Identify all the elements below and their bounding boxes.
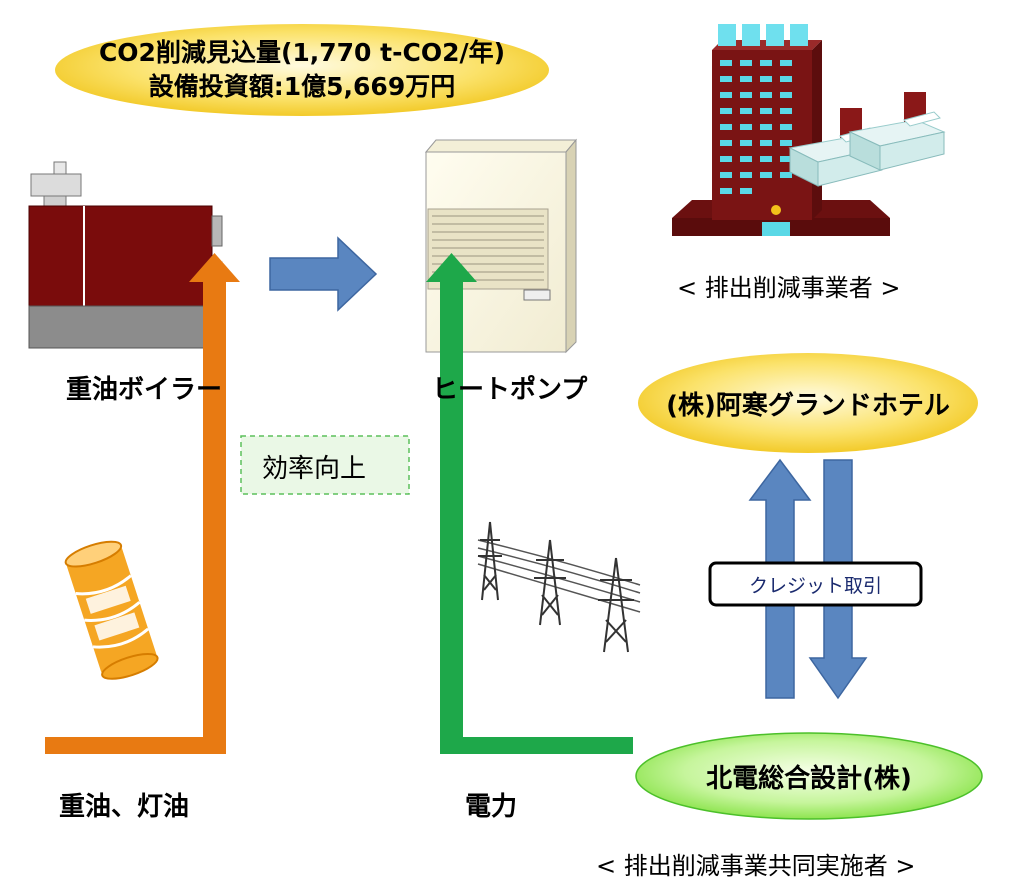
partner-ellipse <box>635 732 983 820</box>
credit-label: クレジット取引 <box>748 574 882 597</box>
bed-icon <box>848 92 946 171</box>
oil-drum-icon <box>64 540 159 680</box>
emitter-ellipse <box>638 353 978 453</box>
emitter-company-label: (株)阿寒グランドホテル <box>666 390 950 421</box>
power-label: 電力 <box>465 792 518 822</box>
upgrade-arrow <box>269 236 378 312</box>
power-arrow <box>426 253 633 754</box>
boiler-icon <box>28 161 223 349</box>
hotel-building-icon <box>672 24 946 236</box>
fuel-label: 重油、灯油 <box>59 792 190 822</box>
heat-pump-icon <box>424 138 578 354</box>
summary-line-1: CO2削減見込量(1,770 t-CO2/年) <box>98 38 506 67</box>
credit-box <box>708 561 923 607</box>
emitter-role-label: < 排出削減事業者 > <box>677 274 901 302</box>
hotel-windows <box>720 60 792 194</box>
efficiency-label: 効率向上 <box>262 454 367 484</box>
partner-role-label: < 排出削減事業共同実施者 > <box>596 852 916 880</box>
boiler-label: 重油ボイラー <box>66 375 223 405</box>
fuel-arrow <box>45 253 240 754</box>
summary-line-2: 設備投資額:1億5,669万円 <box>148 72 456 101</box>
power-pylon-icon <box>477 521 641 653</box>
summary-text: CO2削減見込量(1,770 t-CO2/年) 設備投資額:1億5,669万円 <box>55 30 549 110</box>
efficiency-box <box>240 435 410 495</box>
partner-company-label: 北電総合設計(株) <box>706 763 912 794</box>
summary-ellipse <box>55 24 549 116</box>
heat-pump-label: ヒートポンプ <box>432 375 588 405</box>
